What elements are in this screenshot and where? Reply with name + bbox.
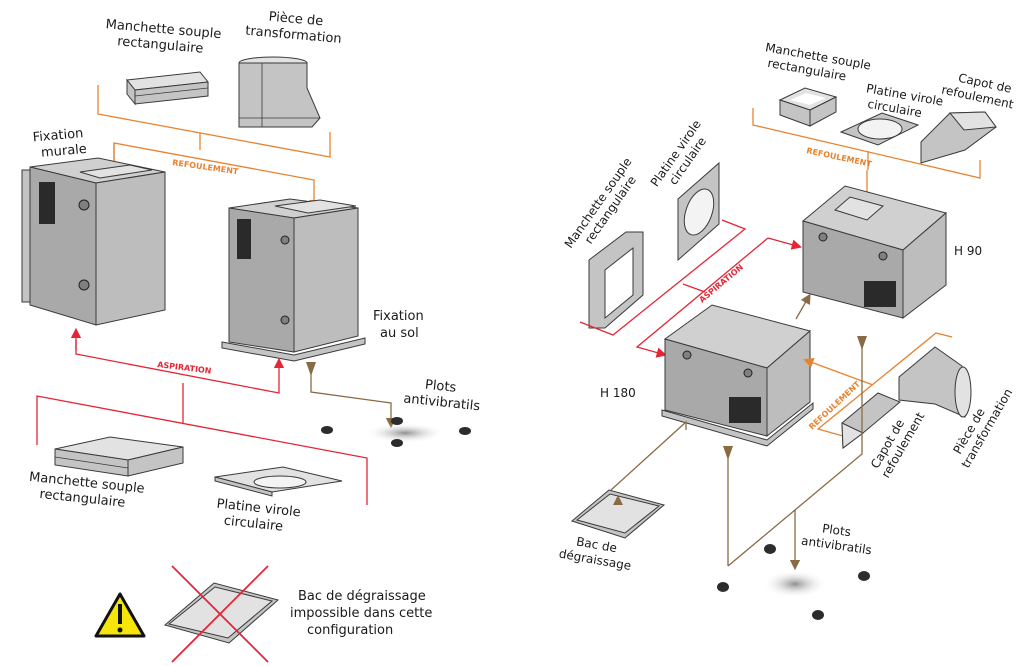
right-aspiration-label: ASPIRATION bbox=[698, 263, 745, 305]
left-plots-leader bbox=[310, 372, 397, 429]
right-top-capot-refoulement bbox=[920, 111, 997, 164]
right-top-manchette-label: Manchette souple rectangulaire bbox=[762, 40, 876, 88]
right-plots-label: Plots antivibratils bbox=[800, 519, 874, 558]
left-top-manchette-label: Manchette souple rectangulaire bbox=[104, 17, 226, 58]
h180-unit bbox=[661, 304, 814, 447]
left-aspiration-label: ASPIRATION bbox=[157, 360, 212, 376]
left-refoulement-label: REFOULEMENT bbox=[172, 158, 240, 176]
fixation-au-sol-label: Fixation au sol bbox=[373, 309, 428, 341]
right-bac-leader bbox=[610, 420, 687, 491]
right-configuration: Manchette souple rectangulaire Platine v… bbox=[558, 40, 1018, 620]
right-top-manchette-souple bbox=[778, 87, 838, 127]
right-aspiration-bracket bbox=[579, 219, 747, 336]
left-bottom-manchette-souple bbox=[54, 436, 184, 477]
right-top-capot-label: Capot de refoulement bbox=[940, 68, 1018, 112]
left-floor-unit bbox=[221, 198, 366, 362]
right-antivibration-plots bbox=[717, 544, 870, 620]
left-bottom-platine-label: Platine virole circulaire bbox=[214, 497, 305, 537]
crossed-out-grease-tray bbox=[163, 565, 280, 663]
left-wall-unit bbox=[21, 157, 166, 326]
right-piece-transformation bbox=[898, 346, 972, 418]
right-side-refoulement-bracket bbox=[816, 332, 953, 439]
warning-text: Bac de dégraissage impossible dans cette… bbox=[290, 589, 436, 638]
h180-label: H 180 bbox=[600, 386, 636, 400]
right-top-refoulement-bracket bbox=[752, 108, 981, 179]
right-side-manchette-souple bbox=[588, 231, 644, 329]
left-top-manchette-souple bbox=[126, 71, 209, 106]
left-top-piece-label: Pièce de transformation bbox=[245, 8, 344, 47]
left-antivibration-plots bbox=[321, 417, 471, 447]
left-bottom-platine-virole bbox=[214, 466, 343, 497]
right-top-refoulement-label: REFOULEMENT bbox=[806, 146, 873, 169]
right-bac-degraissage bbox=[570, 489, 666, 539]
right-side-platine-virole bbox=[677, 161, 720, 262]
warning-triangle-icon bbox=[94, 592, 146, 638]
fixation-murale-label: Fixation murale bbox=[32, 126, 89, 162]
left-configuration: Manchette souple rectangulaire Pièce de … bbox=[21, 8, 483, 663]
right-top-platine-virole bbox=[839, 112, 920, 146]
left-plots-label: Plots antivibratils bbox=[403, 375, 483, 414]
h90-unit bbox=[801, 185, 948, 320]
left-refoulement-bracket bbox=[97, 85, 331, 158]
left-bottom-manchette-label: Manchette souple rectangulaire bbox=[27, 470, 150, 513]
right-capot-refoulement bbox=[841, 392, 901, 449]
left-top-piece-transformation bbox=[238, 56, 321, 128]
h90-label: H 90 bbox=[954, 244, 982, 258]
